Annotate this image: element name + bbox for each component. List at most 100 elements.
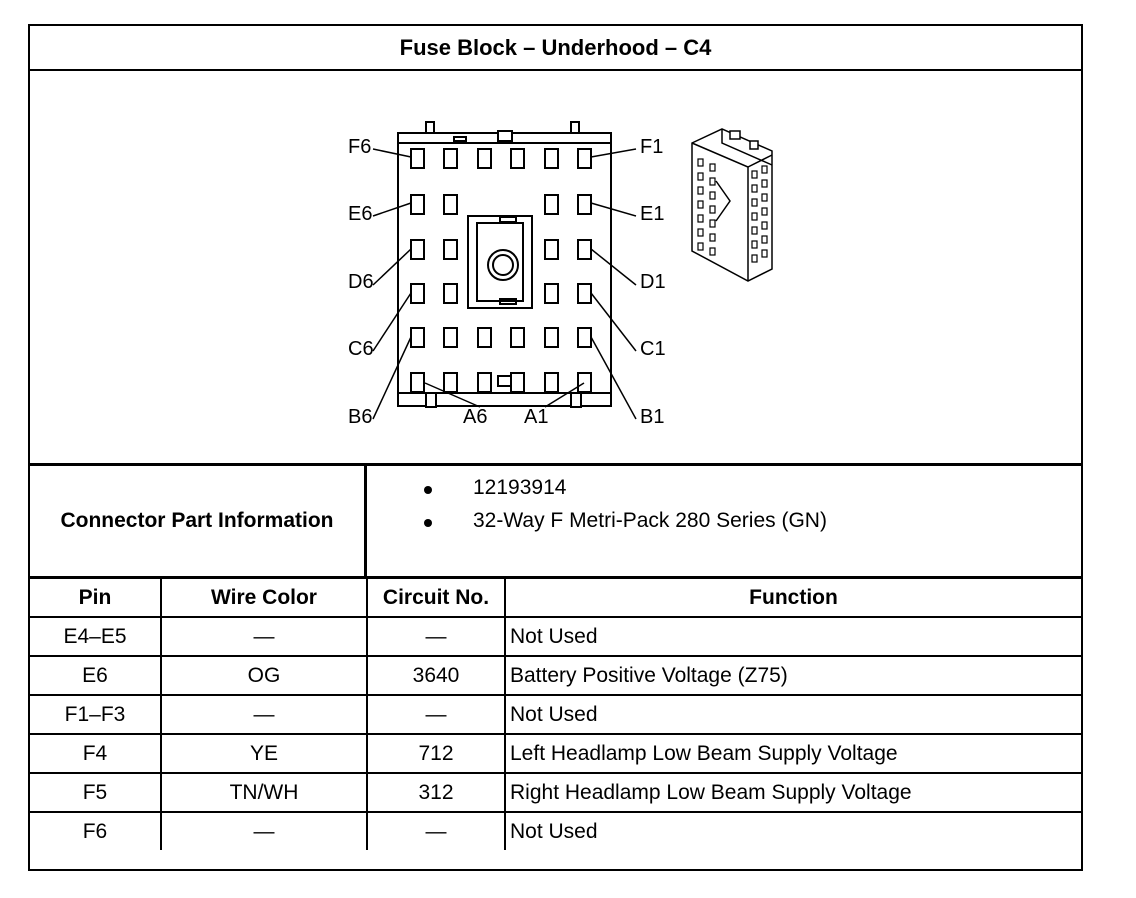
leader-line [372,148,412,158]
page-title: Fuse Block – Underhood – C4 [30,26,1081,71]
bullet-icon [424,486,432,494]
cell-circuit-no: — [366,616,506,657]
cell-wire-color: — [160,811,368,850]
cavity-E5 [443,194,458,215]
iso-cavity [751,198,758,207]
leader-line [372,292,412,352]
leader-line [590,248,637,286]
iso-cavity [761,165,768,174]
header-function: Function [504,579,1081,618]
iso-cavity [761,179,768,188]
iso-cavity [709,163,716,172]
pin-cavities [410,148,592,393]
pin-label-D1: D1 [640,271,666,293]
cavity-E1 [577,194,592,215]
pin-label-E6: E6 [348,203,372,225]
iso-cavity [697,242,704,251]
leader-line [590,148,637,158]
cell-pin: F5 [30,772,162,813]
iso-cavity [761,221,768,230]
cell-function: Left Headlamp Low Beam Supply Voltage [504,733,1081,774]
cell-circuit-no: 3640 [366,655,506,696]
pin-label-B1: B1 [640,406,664,428]
bullet-icon [424,519,432,527]
cell-function: Battery Positive Voltage (Z75) [504,655,1081,696]
pin-label-A6: A6 [463,406,487,428]
pin-label-C1: C1 [640,338,666,360]
iso-cavity [709,233,716,242]
iso-cavity [697,158,704,167]
cavity-E2 [544,194,559,215]
iso-cavity [751,240,758,249]
header-pin: Pin [30,579,162,618]
table-row: F5 TN/WH 312 Right Headlamp Low Beam Sup… [30,772,1081,813]
cavity-A3 [510,372,525,393]
connector-figure: F6 F1 E6 E1 D6 D1 C6 C1 B6 A6 A1 B1 [30,71,1081,463]
cell-pin: F6 [30,811,162,850]
pin-label-E1: E1 [640,203,664,225]
leader-line [544,382,585,408]
pin-label-A1: A1 [524,406,548,428]
cell-function: Not Used [504,694,1081,735]
pin-table: Pin Wire Color Circuit No. Function E4–E… [30,579,1081,850]
cavity-D1 [577,239,592,260]
cavity-E6 [410,194,425,215]
iso-cavity [761,207,768,216]
connector-info-item: 12193914 [367,476,1081,515]
pin-labels: F6 F1 E6 E1 D6 D1 C6 C1 B6 A6 A1 B1 [348,136,666,428]
leader-line [372,202,412,217]
cell-function: Not Used [504,811,1081,850]
cell-circuit-no: 312 [366,772,506,813]
cell-wire-color: OG [160,655,368,696]
cavity-F3 [510,148,525,169]
connector-isometric-cavities [697,158,768,263]
cavity-D6 [410,239,425,260]
cell-circuit-no: — [366,694,506,735]
iso-cavity [761,193,768,202]
leader-line [372,336,412,420]
connector-description: 32-Way F Metri-Pack 280 Series (GN) [473,509,827,532]
cavity-A5 [443,372,458,393]
leader-line [424,382,481,408]
cavity-A4 [477,372,492,393]
cavity-F2 [544,148,559,169]
cavity-B2 [544,327,559,348]
iso-cavity [697,200,704,209]
cell-wire-color: TN/WH [160,772,368,813]
iso-cavity [697,228,704,237]
table-row: E4–E5 — — Not Used [30,616,1081,657]
cavity-F6 [410,148,425,169]
connector-info-list: 12193914 32-Way F Metri-Pack 280 Series … [367,466,1081,576]
cell-function: Right Headlamp Low Beam Supply Voltage [504,772,1081,813]
iso-cavity [697,214,704,223]
pin-label-C6: C6 [348,338,374,360]
cavity-B6 [410,327,425,348]
iso-cavity [709,191,716,200]
pin-label-F1: F1 [640,136,663,158]
cavity-A2 [544,372,559,393]
cell-circuit-no: — [366,811,506,850]
cavity-B3 [510,327,525,348]
connector-part-information: Connector Part Information 12193914 32-W… [30,463,1081,579]
iso-cavity [761,235,768,244]
iso-cavity [751,212,758,221]
pin-label-D6: D6 [348,271,374,293]
iso-cavity [697,172,704,181]
connector-sheet: Fuse Block – Underhood – C4 [28,24,1083,871]
table-header-row: Pin Wire Color Circuit No. Function [30,579,1081,618]
iso-cavity [709,219,716,228]
cell-circuit-no: 712 [366,733,506,774]
connector-isometric-illustration [691,128,773,282]
cavity-C2 [544,283,559,304]
cavity-C5 [443,283,458,304]
iso-cavity [709,247,716,256]
cavity-F5 [443,148,458,169]
leader-line [372,248,412,286]
cavity-F4 [477,148,492,169]
cell-pin: F4 [30,733,162,774]
cavity-C1 [577,283,592,304]
connector-face-diagram: F6 F1 E6 E1 D6 D1 C6 C1 B6 A6 A1 B1 [348,121,773,428]
cavity-A1 [577,372,592,393]
cell-function: Not Used [504,616,1081,657]
iso-cavity [697,186,704,195]
